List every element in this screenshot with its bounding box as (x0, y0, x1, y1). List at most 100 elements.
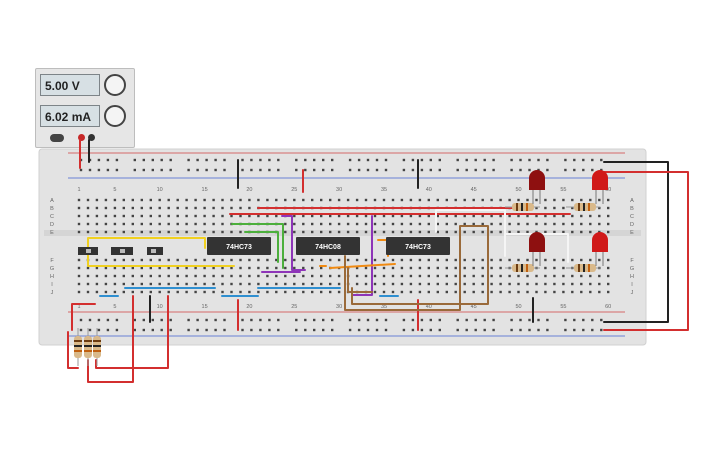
resistor[interactable] (505, 264, 540, 272)
breadboard-hole[interactable] (212, 206, 215, 210)
breadboard-hole[interactable] (528, 168, 531, 172)
breadboard-hole[interactable] (86, 282, 90, 286)
breadboard-hole[interactable] (311, 266, 314, 270)
breadboard-hole[interactable] (176, 206, 179, 210)
breadboard-hole[interactable] (257, 198, 260, 202)
breadboard-hole[interactable] (429, 158, 432, 162)
breadboard-hole[interactable] (535, 214, 538, 218)
breadboard-hole[interactable] (248, 282, 251, 286)
breadboard-hole[interactable] (311, 274, 314, 278)
breadboard-hole[interactable] (185, 282, 188, 286)
breadboard-hole[interactable] (454, 282, 457, 286)
breadboard-hole[interactable] (357, 158, 361, 162)
breadboard-hole[interactable] (104, 274, 108, 278)
breadboard-hole[interactable] (259, 318, 262, 322)
breadboard-hole[interactable] (187, 318, 190, 322)
breadboard-hole[interactable] (409, 222, 413, 226)
wire-purple-2[interactable] (351, 215, 373, 296)
breadboard-hole[interactable] (205, 158, 208, 162)
breadboard-hole[interactable] (194, 290, 197, 294)
breadboard-hole[interactable] (158, 282, 161, 286)
breadboard-hole[interactable] (113, 198, 117, 202)
breadboard-hole[interactable] (295, 158, 298, 162)
breadboard-hole[interactable] (77, 222, 81, 226)
breadboard-hole[interactable] (409, 230, 413, 234)
led[interactable] (592, 232, 608, 266)
breadboard-hole[interactable] (427, 282, 430, 286)
breadboard-hole[interactable] (373, 282, 377, 286)
breadboard-hole[interactable] (562, 222, 565, 226)
breadboard-hole[interactable] (589, 198, 592, 202)
breadboard-hole[interactable] (322, 328, 325, 332)
breadboard-hole[interactable] (259, 328, 262, 332)
breadboard-hole[interactable] (364, 258, 368, 262)
breadboard-hole[interactable] (607, 230, 610, 234)
breadboard-hole[interactable] (158, 206, 161, 210)
breadboard-hole[interactable] (562, 198, 565, 202)
breadboard-hole[interactable] (203, 222, 206, 226)
breadboard-hole[interactable] (185, 274, 188, 278)
breadboard-hole[interactable] (580, 290, 583, 294)
breadboard-hole[interactable] (519, 168, 522, 172)
breadboard-hole[interactable] (203, 214, 206, 218)
breadboard-hole[interactable] (86, 206, 90, 210)
breadboard-hole[interactable] (409, 198, 413, 202)
breadboard-hole[interactable] (169, 168, 172, 172)
breadboard-hole[interactable] (169, 158, 172, 162)
breadboard-hole[interactable] (95, 214, 99, 218)
breadboard-hole[interactable] (268, 168, 271, 172)
breadboard-hole[interactable] (589, 230, 592, 234)
breadboard-hole[interactable] (239, 258, 242, 262)
breadboard-hole[interactable] (115, 168, 119, 172)
breadboard-hole[interactable] (456, 318, 459, 322)
breadboard-hole[interactable] (311, 290, 314, 294)
breadboard-hole[interactable] (355, 274, 359, 278)
breadboard-hole[interactable] (86, 222, 90, 226)
breadboard-hole[interactable] (268, 328, 271, 332)
breadboard-hole[interactable] (571, 282, 574, 286)
breadboard-hole[interactable] (420, 158, 424, 162)
breadboard-hole[interactable] (320, 266, 323, 270)
breadboard-hole[interactable] (544, 290, 547, 294)
breadboard-hole[interactable] (355, 214, 359, 218)
breadboard-hole[interactable] (230, 290, 233, 294)
breadboard-hole[interactable] (598, 222, 601, 226)
breadboard-hole[interactable] (187, 328, 190, 332)
breadboard-hole[interactable] (508, 290, 511, 294)
breadboard-hole[interactable] (366, 168, 370, 172)
resistors[interactable] (74, 203, 600, 366)
breadboard-hole[interactable] (553, 230, 556, 234)
breadboard-hole[interactable] (176, 198, 179, 202)
breadboard-hole[interactable] (322, 168, 325, 172)
breadboard-hole[interactable] (420, 318, 424, 322)
breadboard-hole[interactable] (562, 230, 565, 234)
breadboard-hole[interactable] (544, 274, 547, 278)
breadboard-hole[interactable] (160, 168, 163, 172)
resistor[interactable] (84, 328, 92, 366)
breadboard-hole[interactable] (382, 214, 386, 218)
breadboard-hole[interactable] (382, 222, 386, 226)
breadboard-hole[interactable] (194, 230, 197, 234)
breadboard-hole[interactable] (427, 274, 430, 278)
breadboard-hole[interactable] (176, 266, 179, 270)
breadboard-hole[interactable] (517, 198, 520, 202)
breadboard-hole[interactable] (212, 266, 215, 270)
breadboard-hole[interactable] (427, 198, 430, 202)
breadboard-hole[interactable] (355, 282, 359, 286)
breadboard-hole[interactable] (239, 230, 242, 234)
breadboard-hole[interactable] (508, 230, 511, 234)
breadboard-hole[interactable] (266, 266, 269, 270)
breadboard-hole[interactable] (277, 328, 280, 332)
breadboard-hole[interactable] (77, 258, 81, 262)
breadboard-hole[interactable] (517, 290, 520, 294)
breadboard-hole[interactable] (528, 318, 531, 322)
breadboard-hole[interactable] (212, 258, 215, 262)
breadboard-hole[interactable] (95, 206, 99, 210)
breadboard-hole[interactable] (329, 198, 332, 202)
breadboard-hole[interactable] (411, 318, 415, 322)
breadboard-hole[interactable] (589, 214, 592, 218)
breadboard-hole[interactable] (418, 258, 422, 262)
breadboard-hole[interactable] (167, 282, 170, 286)
breadboard-hole[interactable] (149, 274, 152, 278)
